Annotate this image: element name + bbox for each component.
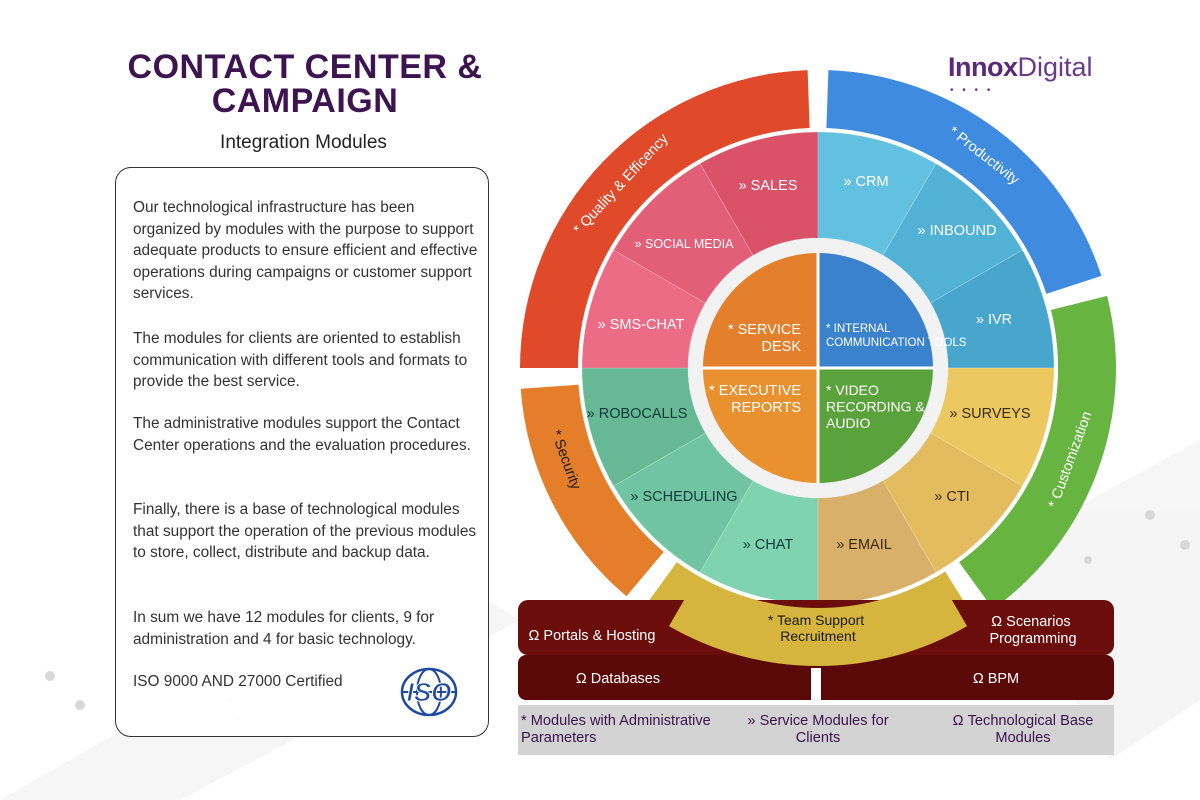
tech-portals-hosting: Ω Portals & Hosting	[529, 628, 656, 644]
description-paragraph: Finally, there is a base of technologica…	[133, 501, 477, 561]
brand-logo: InnoxDigital • • • •	[948, 52, 1093, 96]
client-module-label-sales: » SALES	[739, 178, 798, 194]
client-module-label-social-media: » SOCIAL MEDIA	[635, 237, 735, 251]
client-module-label-sms-chat: » SMS-CHAT	[598, 317, 685, 333]
client-module-label-surveys: » SURVEYS	[949, 406, 1030, 422]
core-service-desk	[703, 253, 818, 368]
page-title: CONTACT CENTER & CAMPAIGN	[127, 48, 483, 120]
description-paragraph: Our technological infrastructure has bee…	[133, 199, 478, 302]
iso-logo: ISO	[393, 665, 463, 721]
core-video-recording	[818, 368, 933, 483]
description-panel: Our technological infrastructure has bee…	[115, 167, 489, 737]
outer-ring-security	[520, 384, 664, 597]
client-module-label-chat: » CHAT	[743, 537, 794, 553]
svg-text:ISO: ISO	[407, 677, 452, 707]
description-paragraph: The modules for clients are oriented to …	[133, 330, 468, 390]
outer-ring-team-support-front	[669, 575, 967, 666]
outer-ring-label-team-support: * Team Support Recruitment	[768, 612, 868, 644]
brand-logo-dots: • • • •	[950, 85, 994, 96]
brand-logo-part1: Innox	[948, 52, 1018, 82]
tech-base-divider	[811, 668, 821, 700]
outer-ring-customization	[959, 295, 1116, 610]
description-paragraph: In sum we have 12 modules for clients, 9…	[133, 609, 435, 648]
brand-logo-part2: Digital	[1017, 52, 1093, 82]
description-paragraph: The administrative modules support the C…	[133, 415, 471, 454]
client-module-label-cti: » CTI	[934, 489, 969, 505]
page-subtitle: Integration Modules	[220, 132, 387, 153]
core-executive-reports	[703, 368, 818, 483]
client-module-label-inbound: » INBOUND	[918, 223, 997, 239]
core-internal-communication	[818, 253, 933, 368]
client-module-label-email: » EMAIL	[836, 537, 892, 553]
client-module-label-ivr: » IVR	[976, 312, 1012, 328]
client-module-label-robocalls: » ROBOCALLS	[587, 406, 688, 422]
tech-scenarios-programming: Ω Scenarios Programming	[989, 614, 1076, 647]
tech-bpm: Ω BPM	[973, 671, 1019, 687]
outer-ring-quality	[520, 70, 810, 369]
client-module-label-crm: » CRM	[843, 174, 888, 190]
certification-text: ISO 9000 AND 27000 Certified	[133, 673, 343, 690]
client-module-label-scheduling: » SCHEDULING	[630, 489, 737, 505]
tech-databases: Ω Databases	[576, 671, 660, 687]
outer-ring-productivity	[826, 70, 1102, 294]
